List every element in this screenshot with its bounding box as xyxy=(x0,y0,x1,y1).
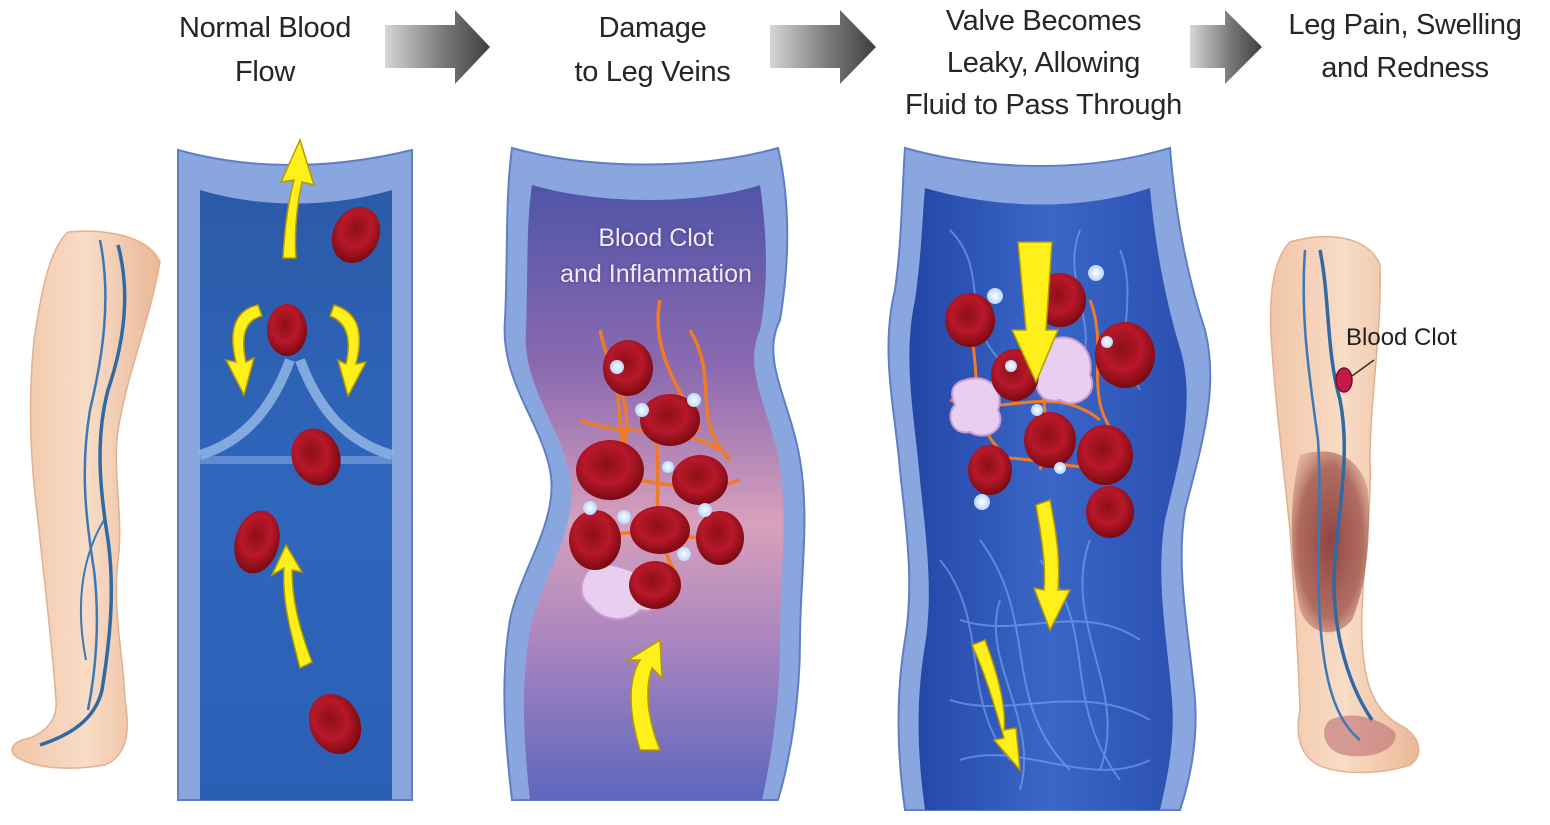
vein-normal xyxy=(178,140,412,800)
step-label-leaky-valve: Valve Becomes Leaky, Allowing Fluid to P… xyxy=(866,0,1221,126)
affected-leg-illustration xyxy=(1271,237,1419,773)
header-arrow-2 xyxy=(770,10,876,84)
healthy-leg-illustration xyxy=(12,231,160,768)
step-label-normal-flow: Normal Blood Flow xyxy=(150,6,380,94)
step-label-damage: Damage to Leg Veins xyxy=(540,6,765,94)
header-arrow-1 xyxy=(385,10,490,84)
label-blood-clot: Blood Clot xyxy=(1346,324,1457,352)
vein-leaky-valve xyxy=(889,148,1211,810)
label-clot-inflammation: Blood Clot and Inflammation xyxy=(536,220,776,292)
step-label-symptoms: Leg Pain, Swelling and Redness xyxy=(1262,4,1548,90)
blood-clot-marker xyxy=(1336,368,1352,392)
